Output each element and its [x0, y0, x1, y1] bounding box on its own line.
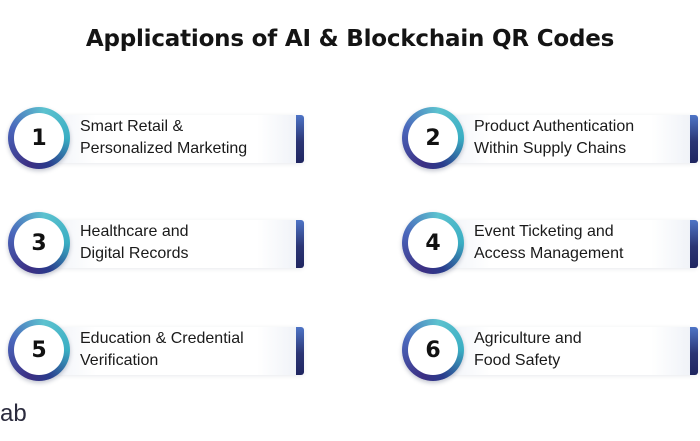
label-line-2: Within Supply Chains — [474, 140, 627, 157]
item-number: 2 — [408, 113, 458, 163]
accent-bar — [690, 115, 698, 163]
application-card — [44, 115, 304, 163]
accent-bar — [690, 327, 698, 375]
item-number: 4 — [408, 218, 458, 268]
application-item-4: 4 Event Ticketing and Access Management — [402, 212, 698, 274]
accent-bar — [296, 327, 304, 375]
application-item-6: 6 Agriculture and Food Safety — [402, 319, 698, 381]
label-line-1: Healthcare and — [80, 223, 189, 240]
item-number: 3 — [14, 218, 64, 268]
application-card — [438, 327, 698, 375]
application-card — [438, 115, 698, 163]
application-card — [44, 220, 304, 268]
number-circle: 6 — [402, 319, 464, 381]
item-number: 5 — [14, 325, 64, 375]
accent-bar — [296, 220, 304, 268]
accent-bar — [690, 220, 698, 268]
application-item-3: 3 Healthcare and Digital Records — [8, 212, 304, 274]
application-item-1: 1 Smart Retail & Personalized Marketing — [8, 107, 304, 169]
watermark-text: ab — [0, 400, 27, 427]
application-item-2: 2 Product Authentication Within Supply C… — [402, 107, 698, 169]
application-label: Smart Retail & Personalized Marketing — [80, 116, 290, 160]
label-line-2: Verification — [80, 352, 159, 369]
label-line-2: Personalized Marketing — [80, 140, 248, 157]
label-line-1: Smart Retail & — [80, 118, 184, 135]
number-circle: 1 — [8, 107, 70, 169]
label-line-1: Event Ticketing and — [474, 223, 614, 240]
label-line-1: Product Authentication — [474, 118, 635, 135]
accent-bar — [296, 115, 304, 163]
item-number: 1 — [14, 113, 64, 163]
application-card — [44, 327, 304, 375]
number-circle: 4 — [402, 212, 464, 274]
label-line-2: Food Safety — [474, 352, 561, 369]
application-label: Education & Credential Verification — [80, 328, 290, 372]
application-card — [438, 220, 698, 268]
number-circle: 3 — [8, 212, 70, 274]
application-label: Agriculture and Food Safety — [474, 328, 684, 372]
label-line-1: Education & Credential — [80, 330, 244, 347]
diagram-title: Applications of AI & Blockchain QR Codes — [85, 26, 615, 52]
application-label: Healthcare and Digital Records — [80, 221, 290, 265]
application-item-5: 5 Education & Credential Verification — [8, 319, 304, 381]
number-circle: 5 — [8, 319, 70, 381]
application-label: Event Ticketing and Access Management — [474, 221, 684, 265]
label-line-2: Digital Records — [80, 245, 189, 262]
label-line-2: Access Management — [474, 245, 624, 262]
item-number: 6 — [408, 325, 458, 375]
label-line-1: Agriculture and — [474, 330, 582, 347]
number-circle: 2 — [402, 107, 464, 169]
application-label: Product Authentication Within Supply Cha… — [474, 116, 684, 160]
